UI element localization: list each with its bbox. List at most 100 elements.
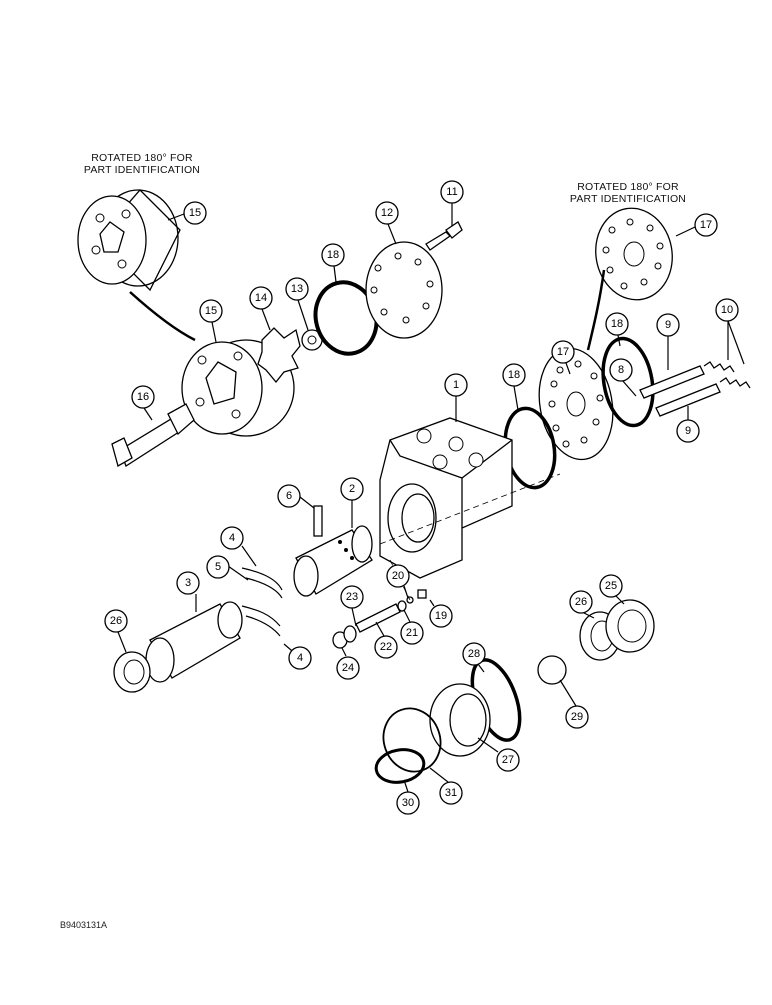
svg-text:18: 18 (508, 369, 520, 381)
svg-text:12: 12 (381, 207, 393, 219)
left-note-line1: ROTATED 180° FOR (91, 152, 193, 164)
svg-text:6: 6 (286, 490, 292, 502)
callout-26-right: 26 (569, 590, 595, 619)
svg-text:15: 15 (205, 305, 217, 317)
callout-23: 23 (340, 585, 364, 627)
svg-text:9: 9 (685, 425, 691, 437)
part-13-spacer (301, 329, 323, 351)
svg-text:16: 16 (137, 391, 149, 403)
svg-text:31: 31 (445, 787, 457, 799)
svg-text:18: 18 (327, 249, 339, 261)
part-15-gerotor (181, 339, 295, 437)
callout-31: 31 (429, 767, 463, 805)
callout-1: 1 (444, 373, 468, 422)
callout-12: 12 (375, 201, 399, 245)
callout-14: 14 (249, 286, 273, 331)
part-2-spool (293, 525, 373, 597)
parts-19-24 (332, 589, 427, 649)
svg-text:4: 4 (297, 652, 303, 664)
svg-text:14: 14 (255, 292, 267, 304)
svg-text:13: 13 (291, 283, 303, 295)
right-note-line1: ROTATED 180° FOR (577, 181, 679, 193)
callout-15-top: 15 (167, 201, 207, 225)
callout-18-left: 18 (321, 243, 345, 283)
svg-text:19: 19 (435, 610, 447, 622)
callout-13: 13 (285, 277, 309, 331)
svg-text:22: 22 (380, 641, 392, 653)
svg-text:1: 1 (453, 379, 459, 391)
callout-9-bottom: 9 (676, 406, 700, 443)
callout-15-bottom: 15 (199, 299, 223, 343)
callout-18-right: 18 (605, 312, 629, 347)
right-rotated-note: ROTATED 180° FOR PART IDENTIFICATION (548, 181, 708, 205)
callout-17-top: 17 (675, 213, 718, 237)
callout-30: 30 (396, 779, 420, 815)
parts-4-5-springs (241, 567, 283, 637)
callout-21: 21 (400, 609, 424, 645)
svg-text:27: 27 (502, 754, 514, 766)
svg-text:17: 17 (557, 346, 569, 358)
right-note-line2: PART IDENTIFICATION (569, 193, 687, 205)
part-3-sleeve (145, 601, 243, 683)
callout-16: 16 (131, 385, 155, 421)
callout-29: 29 (559, 679, 589, 729)
callout-3: 3 (176, 571, 200, 612)
svg-text:29: 29 (571, 711, 583, 723)
svg-text:8: 8 (618, 364, 624, 376)
part-12-end-cap (365, 241, 443, 339)
part-1-housing (379, 417, 513, 579)
callouts: 1 2 3 4 4 5 6 8 9 9 10 11 12 13 14 15 15… (104, 180, 745, 815)
callout-27: 27 (477, 737, 520, 772)
part-17-rotated-view (595, 207, 673, 301)
callout-11: 11 (440, 180, 464, 226)
callout-4-top: 4 (220, 526, 257, 567)
svg-text:17: 17 (700, 219, 712, 231)
svg-text:5: 5 (215, 561, 221, 573)
svg-text:26: 26 (575, 596, 587, 608)
part-14-star (257, 327, 301, 384)
callout-17-bottom: 17 (551, 340, 575, 375)
svg-text:23: 23 (346, 591, 358, 603)
svg-text:15: 15 (189, 207, 201, 219)
part-11-cap-screw (425, 221, 463, 251)
figure-code: B9403131A (60, 920, 108, 930)
svg-text:3: 3 (185, 577, 191, 589)
parts-27-31 (374, 599, 655, 784)
part-15-rotated-view (77, 189, 181, 292)
svg-text:9: 9 (665, 319, 671, 331)
svg-text:30: 30 (402, 797, 414, 809)
callout-19: 19 (429, 599, 453, 628)
svg-text:21: 21 (406, 627, 418, 639)
part-17-plate (538, 347, 614, 461)
svg-text:18: 18 (611, 318, 623, 330)
callout-10: 10 (715, 298, 745, 365)
svg-text:10: 10 (721, 304, 733, 316)
callout-22: 22 (374, 621, 398, 659)
left-note-line2: PART IDENTIFICATION (83, 164, 201, 176)
callout-24: 24 (336, 647, 360, 680)
callout-4-bottom: 4 (283, 643, 312, 670)
svg-text:25: 25 (605, 580, 617, 592)
svg-text:26: 26 (110, 615, 122, 627)
callout-26-left: 26 (104, 609, 128, 653)
callout-6: 6 (277, 484, 315, 509)
callout-5: 5 (206, 555, 249, 581)
svg-text:20: 20 (392, 570, 404, 582)
svg-text:11: 11 (446, 186, 457, 198)
parts-9-10 (639, 361, 751, 417)
callout-8: 8 (609, 358, 637, 397)
callout-20: 20 (386, 564, 410, 599)
callout-28: 28 (462, 642, 486, 673)
left-rotated-note: ROTATED 180° FOR PART IDENTIFICATION (62, 152, 222, 176)
svg-text:24: 24 (342, 662, 354, 674)
svg-text:28: 28 (468, 648, 480, 660)
callout-25: 25 (599, 574, 625, 605)
callout-18-center: 18 (502, 363, 526, 411)
callout-9-top: 9 (656, 313, 680, 370)
callout-2: 2 (340, 477, 364, 528)
svg-text:4: 4 (229, 532, 235, 544)
svg-text:2: 2 (349, 483, 355, 495)
part-16-drive (111, 403, 195, 467)
